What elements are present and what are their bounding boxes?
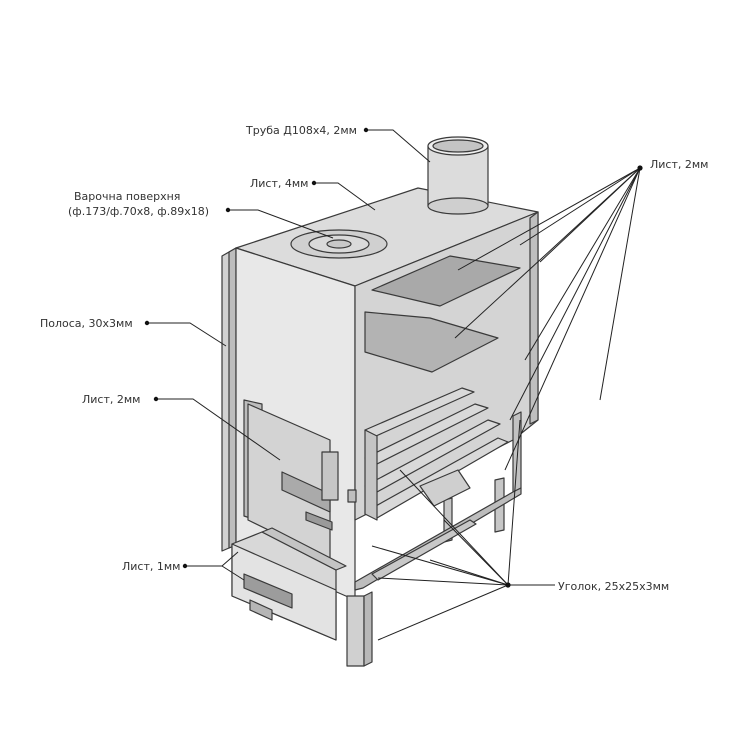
firebox-door bbox=[243, 399, 357, 561]
right-frame bbox=[529, 211, 539, 425]
label-cooktop-line2: (ф.173/ф.70х8, ф.89х18) bbox=[68, 205, 209, 218]
cooktop-ring bbox=[290, 229, 388, 259]
front-leg-side bbox=[363, 591, 373, 667]
label-inner-sheets: Лист, 2мм bbox=[650, 158, 708, 171]
leader-lines bbox=[144, 127, 643, 641]
inner-ash-tray bbox=[419, 469, 471, 507]
chimney-pipe bbox=[427, 136, 489, 215]
inner-sheets-leaders bbox=[454, 165, 643, 471]
bottom-rail bbox=[371, 519, 477, 581]
label-strip: Полоса, 30х3мм bbox=[40, 317, 133, 330]
ash-pan bbox=[231, 527, 347, 641]
label-pipe: Труба Д108х4, 2мм bbox=[245, 124, 357, 137]
labels: Труба Д108х4, 2мм Лист, 4мм Варочна пове… bbox=[40, 124, 708, 593]
label-angle: Уголок, 25х25х3мм bbox=[558, 580, 669, 593]
grate bbox=[364, 387, 509, 521]
front-leg bbox=[346, 595, 365, 667]
label-ash-sheet: Лист, 1мм bbox=[122, 560, 180, 573]
upper-shelf bbox=[371, 255, 521, 307]
label-cooktop-line1: Варочна поверхня bbox=[74, 190, 180, 203]
angle-leaders bbox=[371, 419, 555, 641]
middle-shelf bbox=[364, 311, 499, 373]
left-strip bbox=[228, 247, 237, 549]
stove-drawing bbox=[221, 136, 539, 667]
label-door-sheet: Лист, 2мм bbox=[82, 393, 140, 406]
label-top-sheet: Лист, 4мм bbox=[250, 177, 308, 190]
